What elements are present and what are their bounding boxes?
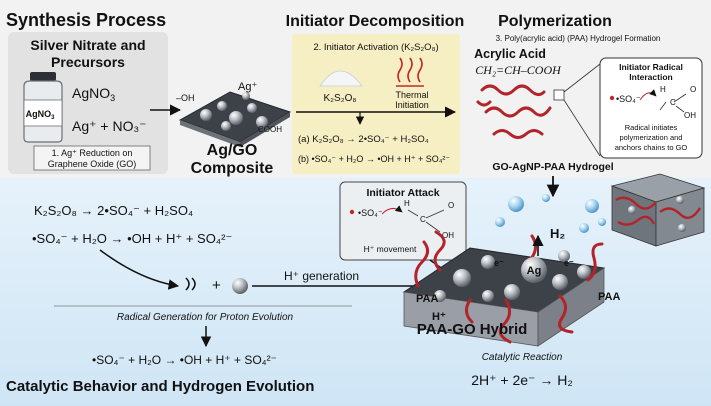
- composite-name-line1: Ag/GO: [207, 142, 258, 159]
- initiator-step: 2. Initiator Activation (K₂S₂O₈): [313, 42, 438, 53]
- h-plus-label: H⁺: [432, 311, 446, 323]
- hydrogel-cube: [610, 173, 706, 247]
- precursor-title-line2: Precursors: [51, 54, 125, 70]
- h-generation-label: H⁺ generation: [284, 269, 359, 283]
- paa-label-right: PAA: [598, 291, 620, 303]
- ag-center-label: Ag: [527, 265, 542, 277]
- catalytic-equation-1: K₂S₂O₈ → 2•SO₄⁻ + H₂SO₄: [34, 203, 193, 218]
- silver-nitrate-bottle-icon: [23, 72, 63, 143]
- bottle-label: AgNO3: [26, 109, 56, 121]
- silver-nanoparticles: [434, 250, 591, 302]
- silver-particle-icon: [232, 278, 248, 294]
- radical-bonds: [659, 93, 687, 113]
- electron-label-2: e⁻: [564, 258, 574, 268]
- agno3-formula: AgNO3: [72, 85, 115, 103]
- reduction-step-line2: Graphene Oxide (GO): [48, 159, 137, 169]
- cooh-group-label: COOH: [258, 125, 282, 134]
- radical-title-line2: Interaction: [629, 72, 672, 82]
- attack-movement: H⁺ movement: [364, 244, 417, 254]
- zoom-marker: [553, 89, 565, 101]
- ag-go-composite-sheet: [178, 91, 292, 147]
- section-title-synthesis: Synthesis Process: [6, 10, 166, 30]
- attack-atom-h: H: [404, 199, 410, 208]
- electron-label-1: e⁻: [494, 258, 504, 268]
- initiator-panel: [292, 34, 460, 174]
- attack-bonds: [407, 209, 445, 233]
- initiator-attack-box: [339, 181, 467, 261]
- hydrogel-label: GO-AgNP-PAA Hydrogel: [492, 161, 613, 173]
- zoom-line-upper: [563, 63, 601, 93]
- paa-label-left: PAA: [416, 293, 438, 305]
- oh-group-label: –OH: [176, 93, 195, 103]
- radical-atom-o: O: [690, 85, 696, 94]
- h2-label: H₂: [550, 226, 565, 241]
- hybrid-name: PAA-GO Hybrid: [417, 321, 528, 338]
- catalytic-plus: +: [212, 277, 221, 294]
- section-title-polymerization: Polymerization: [498, 13, 612, 30]
- section-title-catalytic: Catalytic Behavior and Hydrogen Evolutio…: [6, 378, 314, 395]
- radical-atom-oh: OH: [684, 111, 696, 120]
- hydrogen-bubbles: [495, 194, 606, 233]
- catalytic-equation-3: •SO₄⁻ + H₂O → •OH + H⁺ + SO₄²⁻: [92, 353, 277, 367]
- attack-atom-c: C: [420, 215, 426, 224]
- thermal-line2: Initiation: [395, 100, 429, 110]
- reduction-step-box: [33, 145, 151, 171]
- catalytic-equation-2: •SO₄⁻ + H₂O → •OH + H⁺ + SO₄²⁻: [32, 231, 232, 246]
- arrow-eq-to-generation: [99, 249, 180, 290]
- reaction-equation: 2H⁺ + 2e⁻ → H₂: [471, 372, 573, 388]
- ion-equation: Ag⁺ + NO₃⁻: [72, 118, 147, 134]
- composite-name-line2: Composite: [191, 160, 274, 177]
- radical-atom-h: H: [660, 85, 666, 94]
- radical-curve-icon: [185, 277, 196, 291]
- attack-title: Initiator Attack: [366, 187, 439, 199]
- radical-species: •SO₄⁻: [616, 94, 641, 104]
- radical-interaction-box: [599, 57, 703, 159]
- precursor-title-line1: Silver Nitrate and: [30, 37, 145, 53]
- equation-b: (b) •SO₄⁻ + H₂O → •OH + H⁺ + SO₄²⁻: [298, 154, 450, 164]
- paa-polymer-chains: [476, 84, 552, 139]
- radical-note-line3: anchors chains to GO: [615, 143, 688, 152]
- polymerization-step: 3. Poly(acrylic acid) (PAA) Hydrogel For…: [496, 34, 661, 43]
- section-title-initiator: Initiator Decomposition: [286, 13, 465, 30]
- radical-generation-label: Radical Generation for Proton Evolution: [117, 312, 294, 323]
- zoom-line-lower: [563, 99, 601, 157]
- monomer-name: Acrylic Acid: [474, 47, 546, 61]
- attack-atom-oh: OH: [442, 231, 454, 240]
- equation-a: (a) K₂S₂O₈ → 2•SO₄⁻ + H₂SO₄: [298, 134, 429, 145]
- attack-arrow: [381, 205, 403, 215]
- radical-atom-c: C: [670, 98, 676, 107]
- monomer-formula: CH₂=CH–COOH: [475, 63, 562, 77]
- radical-dot-icon: [609, 95, 615, 101]
- ag-ion-label: Ag⁺: [238, 81, 257, 93]
- heat-waves-icon: [396, 57, 424, 87]
- radical-note-line2: polymerization and: [620, 133, 683, 142]
- radical-note-line1: Radical initiates: [625, 123, 678, 132]
- persulfate-powder-icon: [319, 70, 363, 87]
- radical-attack-arrow: [639, 89, 657, 101]
- reaction-title: Catalytic Reaction: [482, 352, 563, 363]
- radical-title-line1: Initiator Radical: [619, 62, 683, 72]
- attack-species: •SO₄⁻: [358, 208, 383, 218]
- powder-label: K₂S₂O₈: [323, 93, 356, 104]
- attack-atom-o: O: [448, 201, 454, 210]
- attack-radical-dot-icon: [349, 209, 355, 215]
- reduction-step-line1: 1. Ag⁺ Reduction on: [52, 148, 133, 158]
- thermal-line1: Thermal: [395, 90, 428, 100]
